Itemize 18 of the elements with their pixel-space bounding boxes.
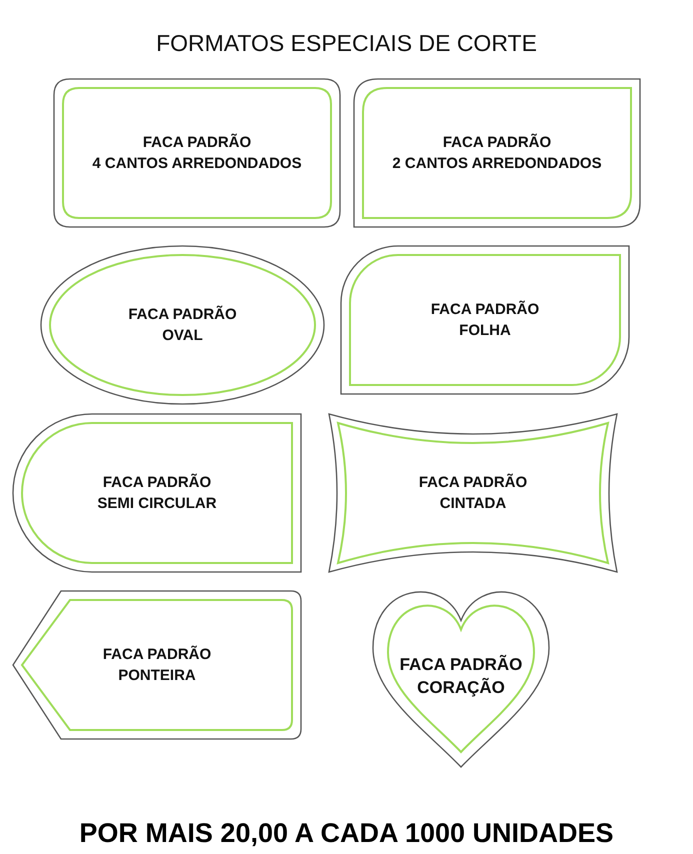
shape-name: FACA PADRÃO (102, 644, 212, 665)
caption: POR MAIS 20,00 A CADA 1000 UNIDADES (78, 818, 615, 849)
shape-name: FACA PADRÃO (142, 132, 252, 153)
shape-description: 4 CANTOS ARREDONDADOS (92, 154, 302, 174)
shape-description: CINTADA (440, 494, 506, 514)
shape-description: CORAÇÃO (417, 676, 505, 698)
shape-name: FACA PADRÃO (102, 472, 212, 493)
shape-name: FACA PADRÃO (418, 472, 528, 493)
shape-name: FACA PADRÃO (430, 300, 540, 320)
shape-name: FACA PADRÃO (400, 654, 522, 676)
shape-description: PONTEIRA (118, 666, 196, 686)
shape-description: 2 CANTOS ARREDONDADOS (392, 154, 602, 174)
shape-name: FACA PADRÃO (442, 132, 552, 153)
heading: FORMATOS ESPECIAIS DE CORTE (155, 30, 538, 57)
shape-description: SEMI CIRCULAR (97, 494, 217, 514)
shape-description: FOLHA (459, 321, 511, 341)
shape-description: OVAL (162, 326, 203, 346)
shape-name: FACA PADRÃO (128, 304, 237, 325)
